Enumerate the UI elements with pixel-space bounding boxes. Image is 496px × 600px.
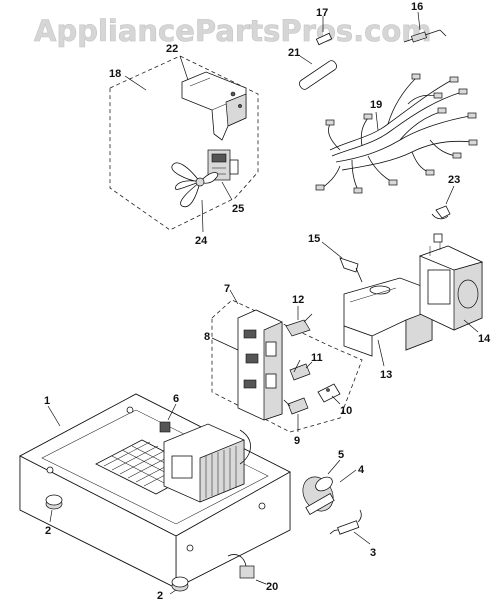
callout-16: 16 bbox=[411, 1, 423, 13]
fuse-part bbox=[315, 16, 333, 46]
callout-14: 14 bbox=[478, 333, 491, 345]
wire-harness-part bbox=[315, 73, 478, 194]
callout-20: 20 bbox=[266, 581, 278, 593]
hv-capacitor-part bbox=[302, 459, 357, 516]
fan-blade-part bbox=[171, 162, 219, 233]
callout-5: 5 bbox=[338, 449, 344, 461]
leader-18 bbox=[124, 75, 147, 91]
callout-8: 8 bbox=[204, 331, 210, 343]
callout-17: 17 bbox=[316, 7, 328, 19]
base-plate-part bbox=[19, 393, 291, 589]
callout-21: 21 bbox=[288, 47, 300, 59]
callout-15: 15 bbox=[308, 233, 320, 245]
callout-19: 19 bbox=[370, 99, 382, 111]
hv-capacitor-bracket-part bbox=[159, 403, 251, 503]
transformer-part bbox=[418, 233, 484, 333]
wire-clip-part bbox=[431, 185, 455, 220]
door-switch-middle-part bbox=[289, 359, 313, 381]
door-switch-lower-part bbox=[283, 397, 309, 432]
callout-3: 3 bbox=[370, 547, 376, 559]
callout-12: 12 bbox=[292, 294, 304, 306]
actuator-lever-part bbox=[317, 383, 341, 405]
callout-9: 9 bbox=[294, 435, 300, 447]
callout-10: 10 bbox=[340, 405, 352, 417]
foot-upper-part bbox=[45, 494, 63, 523]
interlock-bracket-part bbox=[211, 289, 283, 421]
callout-13: 13 bbox=[380, 369, 392, 381]
air-guide-part bbox=[343, 277, 433, 367]
fan-assembly-group-outline bbox=[109, 55, 259, 231]
callout-6: 6 bbox=[173, 393, 179, 405]
fan-motor-switch-part bbox=[227, 554, 267, 585]
callout-25: 25 bbox=[232, 203, 244, 215]
callout-2-upper: 2 bbox=[45, 525, 51, 537]
callout-11: 11 bbox=[311, 352, 323, 364]
foot-lower-part bbox=[169, 576, 189, 595]
hv-diode-part bbox=[321, 241, 363, 283]
callout-7: 7 bbox=[224, 283, 230, 295]
hv-diode-lower-part bbox=[329, 509, 371, 545]
door-switch-upper-part bbox=[285, 306, 313, 337]
thermal-fuse-part bbox=[403, 11, 447, 43]
callout-1: 1 bbox=[44, 395, 50, 407]
fuse-holder-part bbox=[298, 55, 338, 90]
watermark-text: AppliancePartsPros.com bbox=[34, 14, 431, 48]
fan-bracket-part bbox=[179, 55, 247, 141]
callout-4: 4 bbox=[358, 464, 365, 476]
callout-23: 23 bbox=[448, 174, 460, 186]
callout-18: 18 bbox=[109, 68, 121, 80]
callout-2-lower: 2 bbox=[157, 590, 163, 600]
callout-24: 24 bbox=[195, 235, 208, 247]
interlock-assembly-group-outline bbox=[211, 299, 363, 433]
callout-22: 22 bbox=[166, 43, 178, 55]
